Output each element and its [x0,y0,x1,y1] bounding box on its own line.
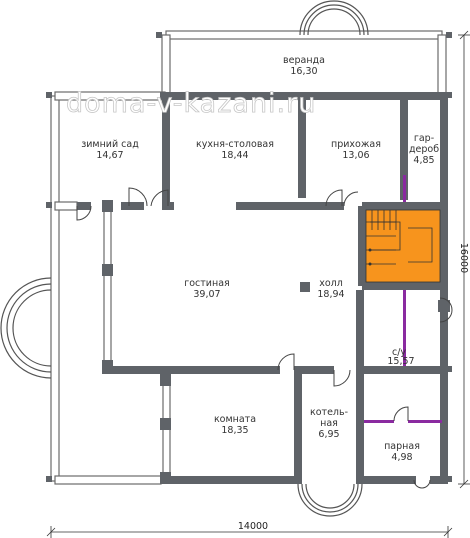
steam-area: 4,98 [391,452,412,463]
kitchen-area: 18,44 [221,150,248,161]
bathroom-area: 15,57 [387,356,414,367]
veranda-area: 16,30 [290,66,317,77]
staircase [365,209,441,283]
wardrobe-name-1: гар- [414,133,434,144]
boiler-name-1: котель- [310,407,348,418]
room-labels: веранда 16,30 зимний сад 14,67 кухня-сто… [81,55,439,463]
width-dimension-label: 14000 [238,521,268,532]
partitions [364,175,442,423]
living-area: 39,07 [193,289,220,300]
room-name: комната [214,414,256,425]
solid-walls [77,92,450,484]
wardrobe-area: 4,85 [413,155,434,166]
steam-name: парная [384,441,420,452]
doors [76,187,453,489]
log-ends [46,32,452,482]
hallway-name: прихожая [331,139,381,150]
room-area: 18,35 [221,425,248,436]
winter-garden-area: 14,67 [96,150,123,161]
hall-area: 18,94 [317,289,344,300]
bay-windows [0,0,369,517]
dimension-height [458,30,470,489]
living-name: гостиная [184,278,229,289]
kitchen-name: кухня-столовая [196,139,274,150]
boiler-area: 6,95 [318,429,339,440]
dimension-width [46,526,453,538]
hall-name: холл [319,278,343,289]
wardrobe-name-2: дероб [409,144,439,155]
bathroom-name: с/у [392,347,406,358]
veranda-name: веранда [283,55,325,66]
boiler-name-2: ная [320,418,338,429]
hallway-area: 13,06 [342,150,369,161]
watermark: doma-v-kazani.ru [66,88,316,119]
height-dimension-label: 16000 [458,243,469,273]
winter-garden-name: зимний сад [81,139,139,150]
